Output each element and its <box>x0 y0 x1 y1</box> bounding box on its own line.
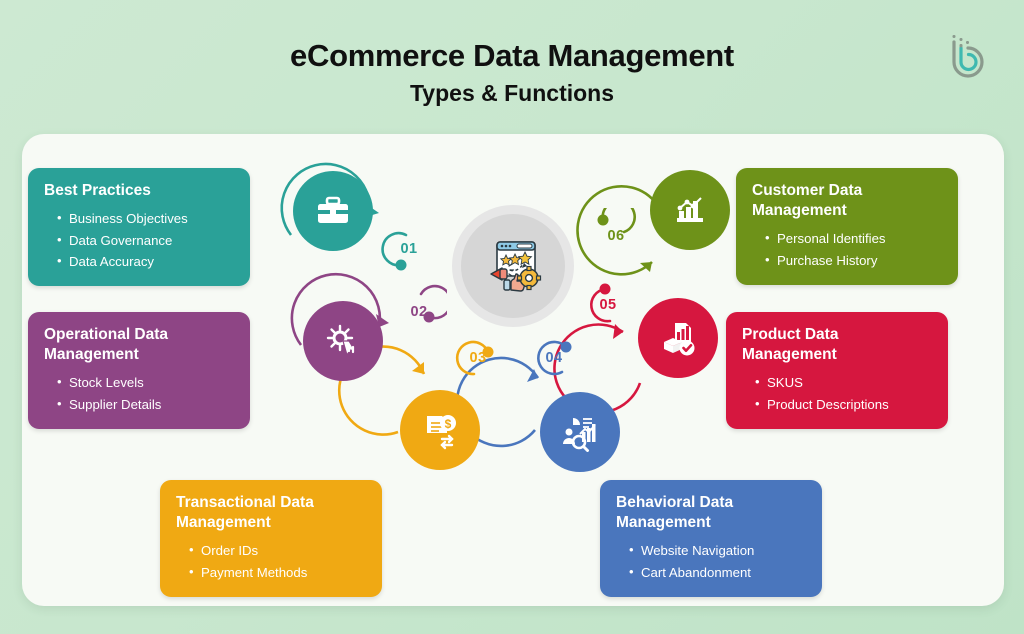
node-01-disc[interactable] <box>293 171 373 251</box>
node-05[interactable] <box>0 0 718 378</box>
node-04[interactable] <box>0 0 620 472</box>
analytics-people-icon <box>563 418 596 452</box>
card-operational-data-management-list: Stock Levels Supplier Details <box>44 371 234 415</box>
briefcase-icon <box>318 196 348 223</box>
node-06-disc[interactable] <box>650 170 730 250</box>
center-hub-disc <box>461 214 565 318</box>
card-best-practices-title: Best Practices <box>44 182 151 199</box>
click-gear-icon <box>326 324 357 357</box>
list-item: Personal Identifies <box>765 227 942 249</box>
node-02[interactable] <box>0 0 383 381</box>
svg-text:$: $ <box>445 417 452 431</box>
list-item: Purchase History <box>765 249 942 271</box>
card-product-data-management[interactable]: Product Data Management SKUS Product Des… <box>726 312 948 430</box>
list-item: Payment Methods <box>189 561 366 583</box>
list-item: Order IDs <box>189 539 366 561</box>
list-item: Supplier Details <box>57 393 234 415</box>
bar-chart-icon <box>677 197 703 222</box>
badge-03: 03 <box>450 330 506 386</box>
card-behavioral-data-management-title: Behavioral Data Management <box>616 494 734 532</box>
card-customer-data-management-list: Personal Identifies Purchase History <box>752 227 942 271</box>
node-02-disc[interactable] <box>303 301 383 381</box>
node-03[interactable]: $ <box>0 0 480 470</box>
brand-b-logo <box>940 28 996 84</box>
list-item: Stock Levels <box>57 371 234 393</box>
package-check-icon <box>664 323 695 356</box>
badge-05: 05 <box>580 277 636 333</box>
badge-04-number: 04 <box>545 350 563 366</box>
invoice-exchange-icon: $ <box>427 415 456 450</box>
card-best-practices-list: Business Objectives Data Governance Data… <box>44 207 234 272</box>
page-title: eCommerce Data Management <box>290 38 734 73</box>
list-item: Cart Abandonment <box>629 561 806 583</box>
badge-06-number: 06 <box>607 228 625 244</box>
list-item: SKUS <box>755 371 932 393</box>
card-transactional-data-management[interactable]: Transactional Data Management Order IDs … <box>160 480 382 598</box>
badge-01-number: 01 <box>400 241 418 257</box>
list-item: Website Navigation <box>629 539 806 561</box>
card-customer-data-management[interactable]: Customer Data Management Personal Identi… <box>736 168 958 286</box>
card-transactional-data-management-list: Order IDs Payment Methods <box>176 539 366 583</box>
header: eCommerce Data Management Types & Functi… <box>0 0 1024 128</box>
badge-05-number: 05 <box>599 297 617 313</box>
badge-01: 01 <box>381 221 437 277</box>
node-06[interactable] <box>0 0 730 250</box>
card-product-data-management-list: SKUS Product Descriptions <box>742 371 932 415</box>
card-behavioral-data-management-list: Website Navigation Cart Abandonment <box>616 539 806 583</box>
badge-06: 06 <box>588 208 644 264</box>
card-customer-data-management-title: Customer Data Management <box>752 182 863 220</box>
list-item: Data Accuracy <box>57 250 234 272</box>
ecommerce-review-hub-icon <box>490 241 542 292</box>
list-item: Data Governance <box>57 228 234 251</box>
node-01[interactable] <box>0 0 373 251</box>
badge-02: 02 <box>391 284 447 340</box>
card-operational-data-management-title: Operational Data Management <box>44 326 169 364</box>
card-best-practices[interactable]: Best Practices Business Objectives Data … <box>28 168 250 287</box>
card-behavioral-data-management[interactable]: Behavioral Data Management Website Navig… <box>600 480 822 598</box>
list-item: Product Descriptions <box>755 393 932 415</box>
node-03-disc[interactable]: $ <box>400 390 480 470</box>
center-hub <box>452 205 574 327</box>
badge-03-number: 03 <box>469 350 487 366</box>
badge-02-number: 02 <box>410 304 428 320</box>
node-04-disc[interactable] <box>540 392 620 472</box>
badge-04: 04 <box>526 330 582 386</box>
card-transactional-data-management-title: Transactional Data Management <box>176 494 314 532</box>
list-item: Business Objectives <box>57 207 234 229</box>
page-subtitle: Types & Functions <box>409 80 615 106</box>
card-product-data-management-title: Product Data Management <box>742 326 839 364</box>
card-operational-data-management[interactable]: Operational Data Management Stock Levels… <box>28 312 250 430</box>
node-05-disc[interactable] <box>638 298 718 378</box>
